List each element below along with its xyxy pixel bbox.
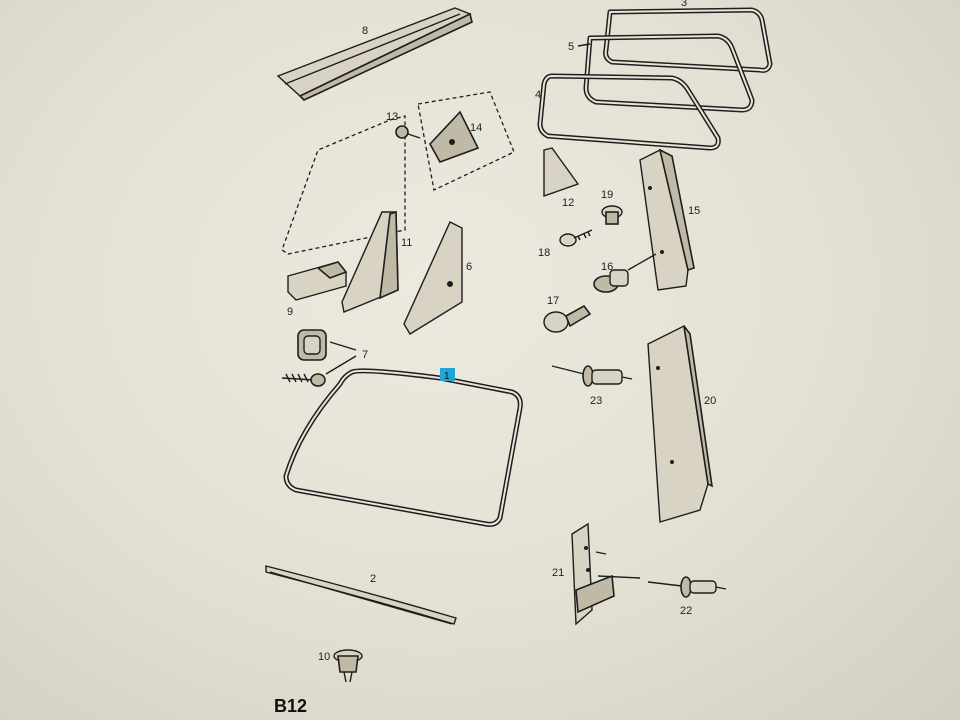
part-13-screw [395, 125, 421, 139]
part-18-push-fastener [559, 229, 593, 247]
part-17-push-fastener [543, 304, 592, 333]
label-part-6: 6 [466, 261, 472, 273]
quarter-glass-outline [281, 91, 515, 255]
label-part-5: 5 [568, 41, 574, 53]
label-part-7: 7 [362, 349, 368, 361]
part-16-grommet [593, 253, 657, 293]
part-23-stud [551, 365, 633, 387]
part-4-seal-inner [537, 73, 721, 151]
part-15-pillar-upper [639, 148, 695, 291]
highlight-badge[interactable] [440, 368, 455, 381]
label-part-12: 12 [562, 197, 574, 209]
part-11-quarter-trim [341, 210, 399, 313]
label-part-10: 10 [318, 651, 330, 663]
label-part-18: 18 [538, 247, 550, 259]
part-20-pillar-lower [647, 324, 714, 523]
label-part-11: 11 [401, 237, 412, 249]
part-19-rivet-nut [601, 205, 623, 225]
part-6-triangle-trim [403, 221, 463, 335]
part-1-windshield-seal [283, 368, 523, 527]
part-8-roof-strip [276, 7, 473, 101]
part-5-seal-middle [583, 33, 755, 113]
label-part-17: 17 [547, 295, 559, 307]
label-part-16: 16 [601, 261, 613, 273]
part-2-molding-strip [265, 565, 457, 625]
part-22-pin [647, 576, 727, 598]
label-part-21: 21 [552, 567, 564, 579]
part-10-push-clip [333, 649, 363, 683]
page-code: B12 [274, 696, 307, 716]
label-part-2: 2 [370, 573, 376, 585]
label-part-8: 8 [362, 25, 368, 37]
label-part-13: 13 [386, 111, 398, 123]
part-7-clip [281, 329, 357, 387]
part-14-quarter-glass [429, 110, 480, 163]
label-part-20: 20 [704, 395, 716, 407]
label-part-23: 23 [590, 395, 602, 407]
part-21-bracket [571, 522, 641, 626]
label-part-4: 4 [535, 89, 541, 101]
label-part-3: 3 [681, 0, 687, 9]
part-12-small-triangle [543, 147, 580, 197]
label-part-22: 22 [680, 605, 692, 617]
part-3-seal-outer [603, 7, 773, 73]
label-part-19: 19 [601, 189, 613, 201]
label-part-1[interactable]: 1 [444, 371, 450, 382]
label-part-15: 15 [688, 205, 700, 217]
part-9-bracket [287, 261, 348, 301]
label-part-14: 14 [470, 122, 482, 134]
label-part-9: 9 [287, 306, 293, 318]
